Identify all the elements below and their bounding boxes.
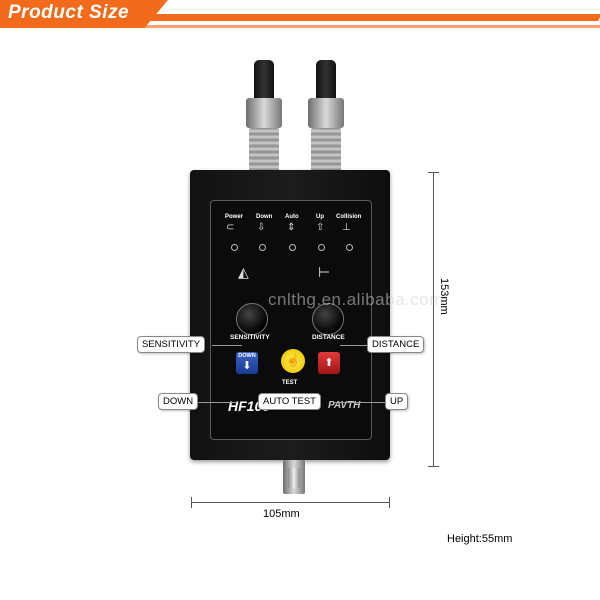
indicator-label-down: Down <box>256 214 273 220</box>
up-button[interactable]: ⬆ <box>318 352 340 374</box>
banner-stripe-thin <box>140 25 600 28</box>
down-button[interactable]: DOWN ⬇ <box>236 352 258 374</box>
brand-logo: PAVTH <box>328 400 361 411</box>
banner-title: Product Size <box>8 2 130 23</box>
indicator-label-auto: Auto <box>285 214 299 220</box>
banner-tab <box>0 0 168 28</box>
width-tick-left <box>191 497 192 508</box>
down-torch-icon: ⇩ <box>257 222 266 233</box>
plug-icon: ⊂ <box>226 222 235 233</box>
auto-led <box>289 244 296 251</box>
test-button-label: TEST <box>282 380 298 386</box>
down-leader <box>197 402 237 403</box>
indicator-label-collision: Collision <box>336 214 362 220</box>
banner-stripe <box>147 14 600 21</box>
depth-note: Height:55mm <box>447 533 513 545</box>
auto-test-callout: AUTO TEST <box>258 393 321 410</box>
output-jack <box>283 460 305 494</box>
height-dimension-line <box>433 172 434 466</box>
test-button[interactable]: ☝ <box>281 349 305 373</box>
up-led <box>318 244 325 251</box>
width-dimension-line <box>191 502 390 503</box>
up-callout: UP <box>385 393 409 410</box>
sensitivity-symbol-icon: ◭ <box>238 264 249 280</box>
hand-icon: ☝ <box>285 353 301 367</box>
width-dimension-label: 105mm <box>263 508 300 520</box>
height-dimension-label: 153mm <box>438 278 450 315</box>
down-button-label: DOWN <box>238 353 256 359</box>
up-arrow-icon: ⬆ <box>324 357 334 369</box>
indicator-label-power: Power <box>225 214 244 220</box>
power-led <box>231 244 238 251</box>
height-tick-bottom <box>428 466 439 467</box>
up-leader <box>335 402 385 403</box>
product-size-banner: Product Size <box>0 0 600 40</box>
up-torch-icon: ⇧ <box>316 222 325 233</box>
watermark: cnlthg.en.alibaba.com <box>268 290 444 309</box>
width-tick-right <box>389 497 390 508</box>
collision-torch-icon: ⊥ <box>342 222 351 233</box>
distance-leader <box>340 345 370 346</box>
collision-led <box>346 244 353 251</box>
distance-symbol-icon: ⊢ <box>318 264 331 280</box>
sensitivity-callout: SENSITIVITY <box>137 336 206 353</box>
down-arrow-icon: ⬇ <box>242 360 252 372</box>
height-tick-top <box>428 172 439 173</box>
distance-knob[interactable] <box>312 303 344 335</box>
left-connector <box>246 60 282 175</box>
distance-knob-label: DISTANCE <box>312 334 345 341</box>
distance-callout: DISTANCE <box>367 336 425 353</box>
sensitivity-knob-label: SENSITIVITY <box>230 334 270 341</box>
sensitivity-leader <box>212 345 242 346</box>
sensitivity-knob[interactable] <box>236 303 268 335</box>
down-callout: DOWN <box>158 393 199 410</box>
auto-torch-icon: ⇕ <box>287 222 296 233</box>
down-led <box>259 244 266 251</box>
indicator-label-up: Up <box>316 214 324 220</box>
right-connector <box>308 60 344 175</box>
